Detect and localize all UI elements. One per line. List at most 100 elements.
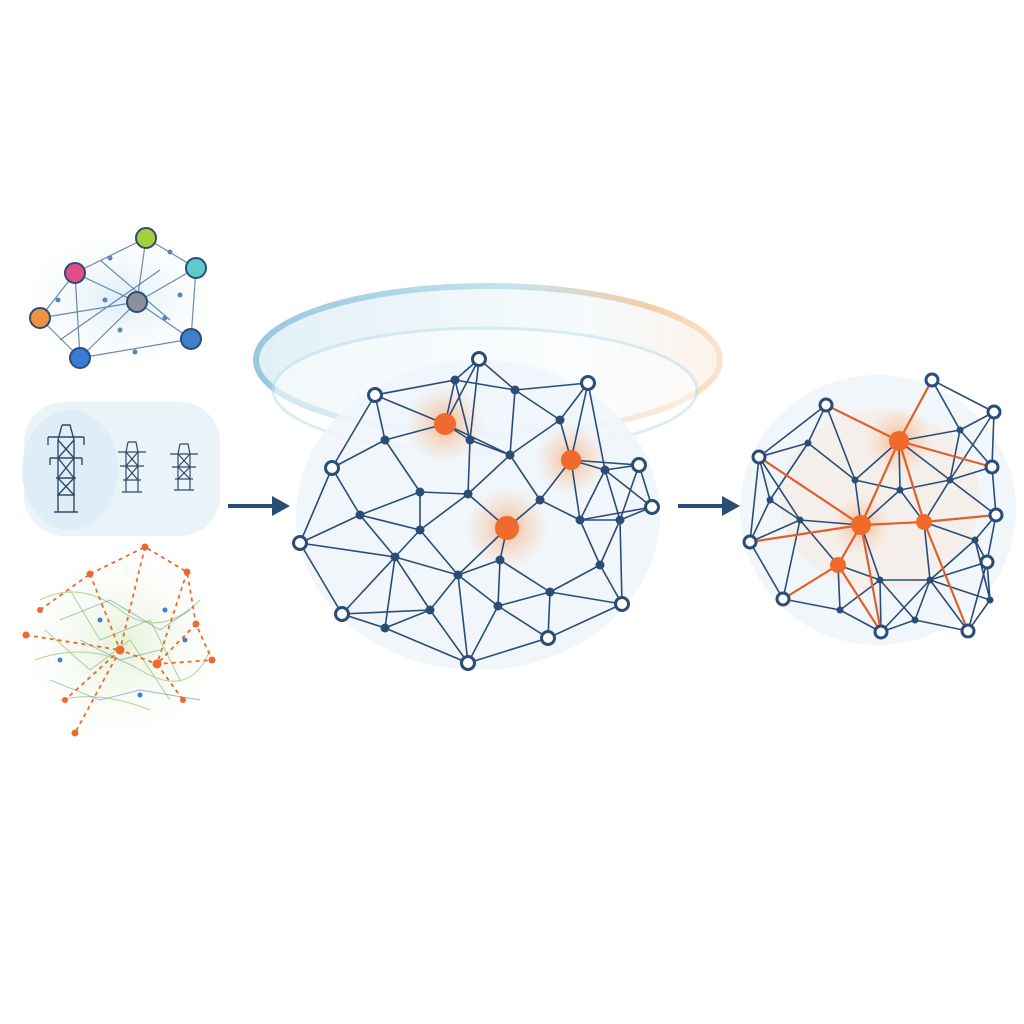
graph-edge xyxy=(499,559,551,593)
output-hot-edge xyxy=(923,513,997,524)
transmission-tower-icon-3 xyxy=(170,443,198,491)
graph-node xyxy=(595,560,605,570)
output-edge xyxy=(758,442,809,458)
graph-edge xyxy=(374,394,446,425)
graph-ring-node xyxy=(540,630,556,646)
graph-edge xyxy=(384,556,396,629)
output-node xyxy=(946,476,954,484)
graph-edge xyxy=(467,637,549,664)
graph-edge xyxy=(570,459,640,466)
graph-ring-node xyxy=(460,655,476,671)
graph-edge xyxy=(579,519,601,566)
output-node xyxy=(986,596,994,604)
output-edge xyxy=(879,579,916,621)
transmission-tower-icon xyxy=(47,424,85,513)
output-edge xyxy=(854,479,901,491)
output-ring-node xyxy=(924,372,940,388)
blue-node-icon-2 xyxy=(180,328,202,350)
right-arrow-icon-2 xyxy=(678,496,740,516)
output-node xyxy=(836,606,844,614)
graph-node xyxy=(575,515,585,525)
output-hub-node-icon-4 xyxy=(830,557,846,573)
graph-edge xyxy=(299,514,361,544)
output-edge xyxy=(749,519,801,543)
output-hot-edge xyxy=(749,523,862,544)
graph-node xyxy=(450,375,460,385)
output-edge xyxy=(991,411,995,468)
graph-edge xyxy=(457,559,501,576)
graph-edge xyxy=(341,556,396,615)
output-edge xyxy=(914,619,969,632)
graph-edge xyxy=(599,519,621,566)
output-ring-node xyxy=(979,554,995,570)
output-hot-edge xyxy=(897,440,926,523)
output-edge xyxy=(749,456,760,543)
graph-edge xyxy=(570,382,589,461)
graph-node xyxy=(545,587,555,597)
output-hot-edge xyxy=(859,524,883,633)
processing-graph xyxy=(253,283,723,671)
hub-node-icon-3 xyxy=(495,516,519,540)
graph-edge xyxy=(539,499,581,521)
output-node xyxy=(956,426,964,434)
output-edge xyxy=(825,404,856,481)
output-edge xyxy=(769,442,809,501)
graph-edge xyxy=(299,542,343,615)
graph-ring-node xyxy=(471,351,487,367)
output-node xyxy=(796,516,804,524)
graph-edge xyxy=(444,358,480,425)
output-ring-node xyxy=(751,449,767,465)
output-hot-edge xyxy=(825,404,900,442)
output-hot-edge xyxy=(758,456,862,526)
graph-edge xyxy=(359,514,421,531)
graph-node xyxy=(390,552,400,562)
graph-edge xyxy=(359,514,396,558)
output-edge xyxy=(880,579,931,633)
graph-node xyxy=(355,510,365,520)
output-node xyxy=(766,496,774,504)
transmission-tower-icon-2 xyxy=(118,441,146,493)
graph-edge xyxy=(331,467,361,516)
graph-edge xyxy=(429,574,459,611)
graph-edge xyxy=(429,609,469,664)
output-edge xyxy=(923,479,951,523)
graph-node xyxy=(615,515,625,525)
graph-node xyxy=(493,601,503,611)
graph-edge xyxy=(514,389,561,421)
output-edge xyxy=(749,499,771,543)
output-edge xyxy=(949,429,961,481)
blue-node-icon xyxy=(69,347,91,369)
output-ring-node xyxy=(742,534,758,550)
graph-edge xyxy=(419,529,459,576)
output-edge xyxy=(923,521,976,541)
graph-edge xyxy=(454,379,471,441)
teal-node-icon xyxy=(185,257,207,279)
graph-edge xyxy=(509,454,541,501)
output-edge xyxy=(898,440,951,481)
graph-edge xyxy=(547,603,623,639)
output-edge xyxy=(949,411,995,481)
output-edge xyxy=(799,519,862,526)
graph-edge xyxy=(331,439,386,469)
graph-edge xyxy=(419,491,469,495)
output-hot-edge xyxy=(898,439,993,469)
output-ring-node xyxy=(818,397,834,413)
graph-ring-node xyxy=(292,535,308,551)
graph-edge xyxy=(509,389,516,456)
output-graph xyxy=(740,372,1016,645)
right-arrow-icon xyxy=(228,496,290,516)
output-node xyxy=(971,536,979,544)
hub-node-icon xyxy=(434,413,456,435)
output-edge xyxy=(931,379,961,431)
output-node xyxy=(851,476,859,484)
output-edge xyxy=(899,479,951,491)
graph-node xyxy=(463,489,473,499)
graph-ring-node xyxy=(614,596,630,612)
graph-edge xyxy=(579,469,606,521)
output-edge xyxy=(839,609,882,633)
graph-edge xyxy=(394,556,459,576)
output-edge xyxy=(949,479,997,516)
graph-ring-node xyxy=(644,499,660,515)
graph-edge xyxy=(444,423,511,456)
output-ring-node xyxy=(873,624,889,640)
